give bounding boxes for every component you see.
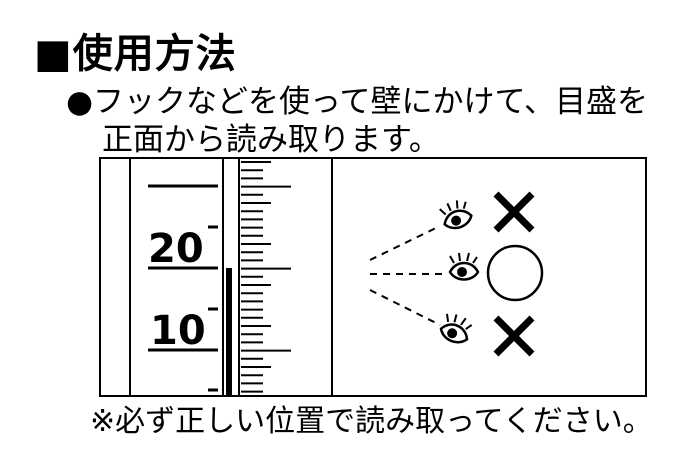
wrong-mark-lower-icon xyxy=(493,315,535,357)
right-tick-marks xyxy=(241,161,291,393)
correct-mark-icon xyxy=(486,244,544,302)
section-heading: ■使用方法 xyxy=(34,31,237,77)
thermometer-liquid-column xyxy=(226,268,232,396)
eye-icon-lower xyxy=(439,313,473,344)
thermometer-tube xyxy=(222,158,240,396)
wrong-mark-upper-icon xyxy=(493,191,535,233)
left-scale-marks xyxy=(148,184,218,392)
caution-note: ※必ず正しい位置で読み取ってください。 xyxy=(90,404,653,439)
instruction-line-2: 正面から読み取ります。 xyxy=(102,122,440,158)
eye-icon-middle xyxy=(448,252,480,281)
eye-icon-upper xyxy=(439,200,473,230)
sight-lines xyxy=(369,225,448,326)
scale-label-20: 20 xyxy=(148,226,204,272)
scale-label-10: 10 xyxy=(150,308,206,354)
diagram-frame xyxy=(99,157,647,397)
instruction-line-1: ●フックなどを使って壁にかけて、目盛を xyxy=(66,84,648,120)
